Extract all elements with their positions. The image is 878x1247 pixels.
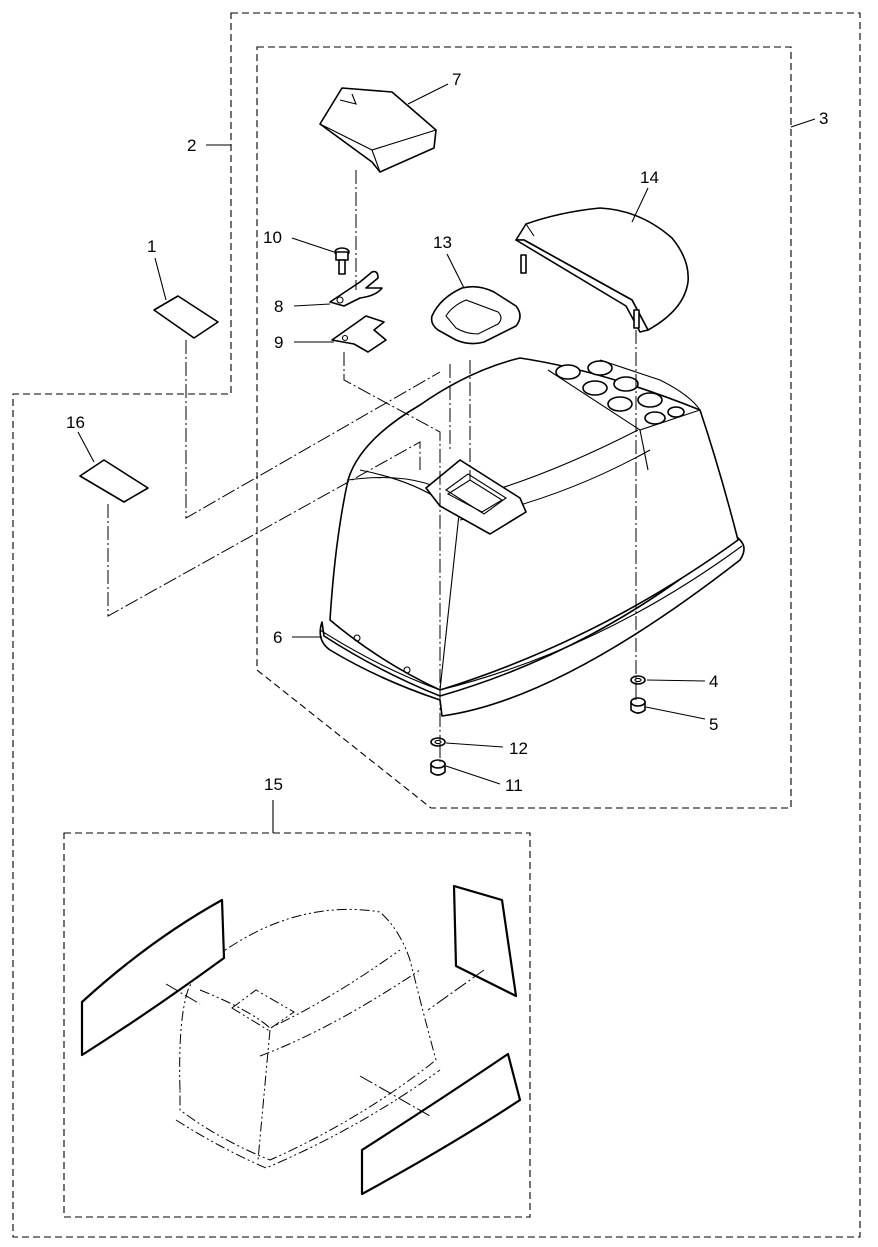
callout-6: 6: [273, 628, 282, 647]
bolt-10: [334, 247, 350, 275]
bracket-9: [331, 315, 387, 353]
callout-12: 12: [509, 739, 528, 758]
callout-11: 11: [505, 776, 523, 795]
callout-8: 8: [274, 297, 283, 316]
intake-seal-13: [430, 285, 521, 345]
nut-5: [630, 697, 646, 714]
assembly-boundary-3: [256, 46, 792, 809]
rear-cover-14: [515, 207, 689, 333]
callout-16: 16: [66, 413, 85, 432]
label-1: [153, 295, 219, 339]
nut-11: [430, 759, 446, 776]
cover-plate-7: [319, 87, 437, 173]
washer-4: [630, 675, 646, 685]
kit-boundary-outer: [12, 12, 861, 1238]
callout-13: 13: [433, 233, 452, 252]
callout-10: 10: [263, 228, 282, 247]
assembly-lines: [107, 170, 637, 762]
callout-7: 7: [452, 70, 461, 89]
washer-12: [430, 737, 446, 747]
callout-numbers: 1 2 3 4 5 6 7 8 9 10 11 12 13 14 15 16: [66, 70, 828, 795]
decal-kit-panels: [80, 884, 522, 1196]
leader-lines: [77, 83, 816, 833]
callout-4: 4: [709, 672, 718, 691]
cowling-bosses: [555, 360, 685, 425]
callout-9: 9: [274, 333, 283, 352]
callout-2: 2: [187, 136, 196, 155]
callout-14: 14: [640, 168, 659, 187]
callout-1: 1: [147, 237, 156, 256]
callout-15: 15: [264, 775, 283, 794]
decal-kit-boundary-15: [63, 832, 531, 1218]
callout-3: 3: [819, 109, 828, 128]
decal-kit-cowling-outline: [175, 908, 441, 1169]
label-16: [79, 459, 149, 503]
callout-5: 5: [709, 715, 718, 734]
